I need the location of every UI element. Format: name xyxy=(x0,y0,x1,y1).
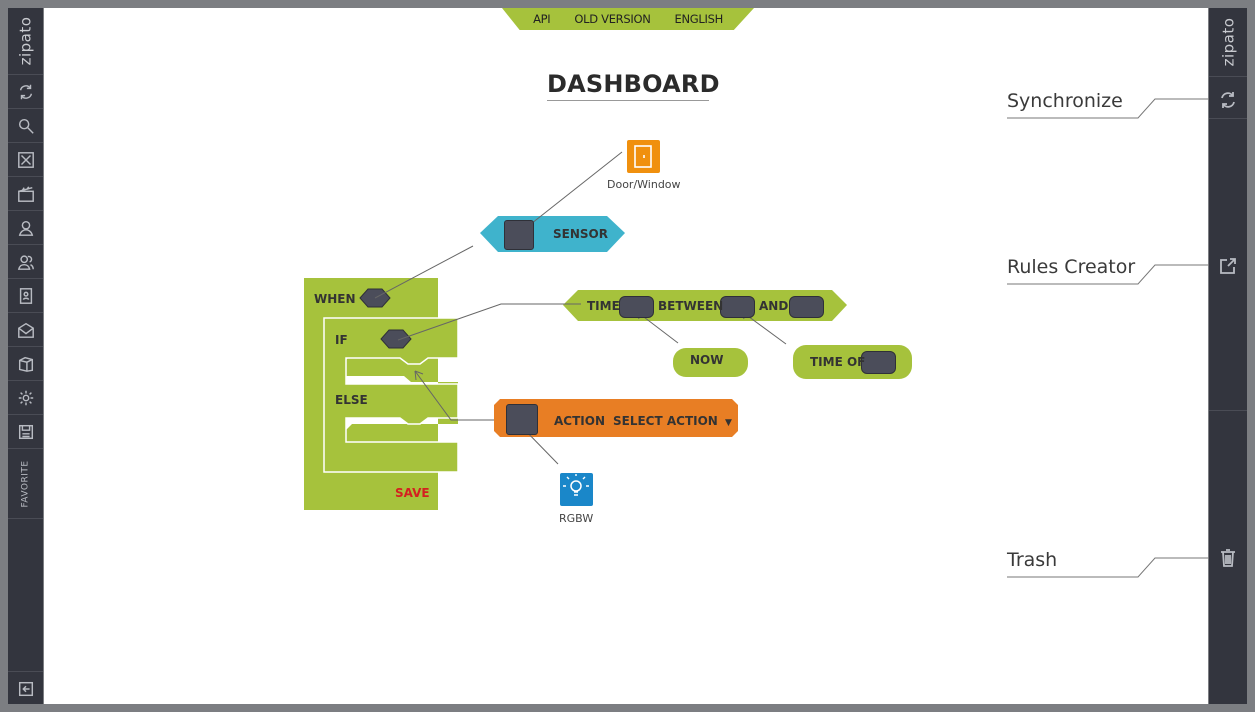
workspace-canvas xyxy=(44,8,1208,704)
rules-creator-icon[interactable] xyxy=(1209,252,1247,280)
trash-icon[interactable] xyxy=(1209,544,1247,572)
door-window-caption: Door/Window xyxy=(607,178,681,191)
time-label: TIME xyxy=(587,299,620,313)
nav-english-link[interactable]: ENGLISH xyxy=(674,12,724,26)
time-value-slot[interactable] xyxy=(619,296,654,318)
synchronize-callout: Synchronize xyxy=(1007,90,1123,112)
right-divider-2 xyxy=(1209,410,1247,411)
and-end-slot[interactable] xyxy=(789,296,824,318)
left-sidebar: zipato FAVORITE xyxy=(8,8,43,704)
refresh-icon[interactable] xyxy=(8,75,43,109)
save-icon[interactable] xyxy=(8,415,43,449)
if-label: IF xyxy=(335,333,348,347)
and-label: AND xyxy=(759,299,789,313)
contact-book-icon[interactable] xyxy=(8,279,43,313)
else-label: ELSE xyxy=(335,393,368,407)
brand-logo-right: zipato xyxy=(1209,8,1247,77)
nav-old-version-link[interactable]: OLD VERSION xyxy=(574,12,651,26)
action-label: ACTION xyxy=(554,414,605,428)
logout-icon[interactable] xyxy=(8,671,43,705)
right-divider-1 xyxy=(1209,118,1247,119)
favorite-label: FAVORITE xyxy=(20,460,31,508)
select-action-label: SELECT ACTION xyxy=(613,414,718,428)
right-sidebar: zipato xyxy=(1209,8,1247,704)
save-button[interactable]: SAVE xyxy=(395,486,430,500)
brand-text: zipato xyxy=(16,16,35,66)
when-label: WHEN xyxy=(314,292,356,306)
scene-clapper-icon[interactable] xyxy=(8,177,43,211)
rules-creator-callout: Rules Creator xyxy=(1007,256,1136,278)
trash-callout: Trash xyxy=(1007,549,1058,571)
search-icon[interactable] xyxy=(8,109,43,143)
users-icon[interactable] xyxy=(8,245,43,279)
caret-down-icon: ▼ xyxy=(725,418,732,428)
between-label: BETWEEN xyxy=(658,299,724,313)
mail-icon[interactable] xyxy=(8,313,43,347)
brand-logo: zipato xyxy=(8,8,43,75)
rgbw-caption: RGBW xyxy=(559,512,594,525)
page-title: DASHBOARD xyxy=(547,70,720,101)
time-of-slot[interactable] xyxy=(861,351,896,374)
user-icon[interactable] xyxy=(8,211,43,245)
action-device-slot[interactable] xyxy=(506,404,538,435)
time-of-label: TIME OF xyxy=(810,355,866,369)
brand-text-right: zipato xyxy=(1219,17,1238,67)
synchronize-icon[interactable] xyxy=(1209,86,1247,114)
expand-icon[interactable] xyxy=(8,143,43,177)
favorite-tab[interactable]: FAVORITE xyxy=(8,450,43,519)
top-nav: API OLD VERSION ENGLISH xyxy=(502,8,754,30)
now-label[interactable]: NOW xyxy=(690,353,724,367)
sensor-device-slot[interactable] xyxy=(504,220,534,250)
gear-icon[interactable] xyxy=(8,381,43,415)
box-icon[interactable] xyxy=(8,347,43,381)
nav-api-link[interactable]: API xyxy=(533,12,551,26)
select-action-dropdown[interactable]: SELECT ACTION ▼ xyxy=(613,414,732,428)
sensor-label: SENSOR xyxy=(553,227,608,241)
between-start-slot[interactable] xyxy=(720,296,755,318)
